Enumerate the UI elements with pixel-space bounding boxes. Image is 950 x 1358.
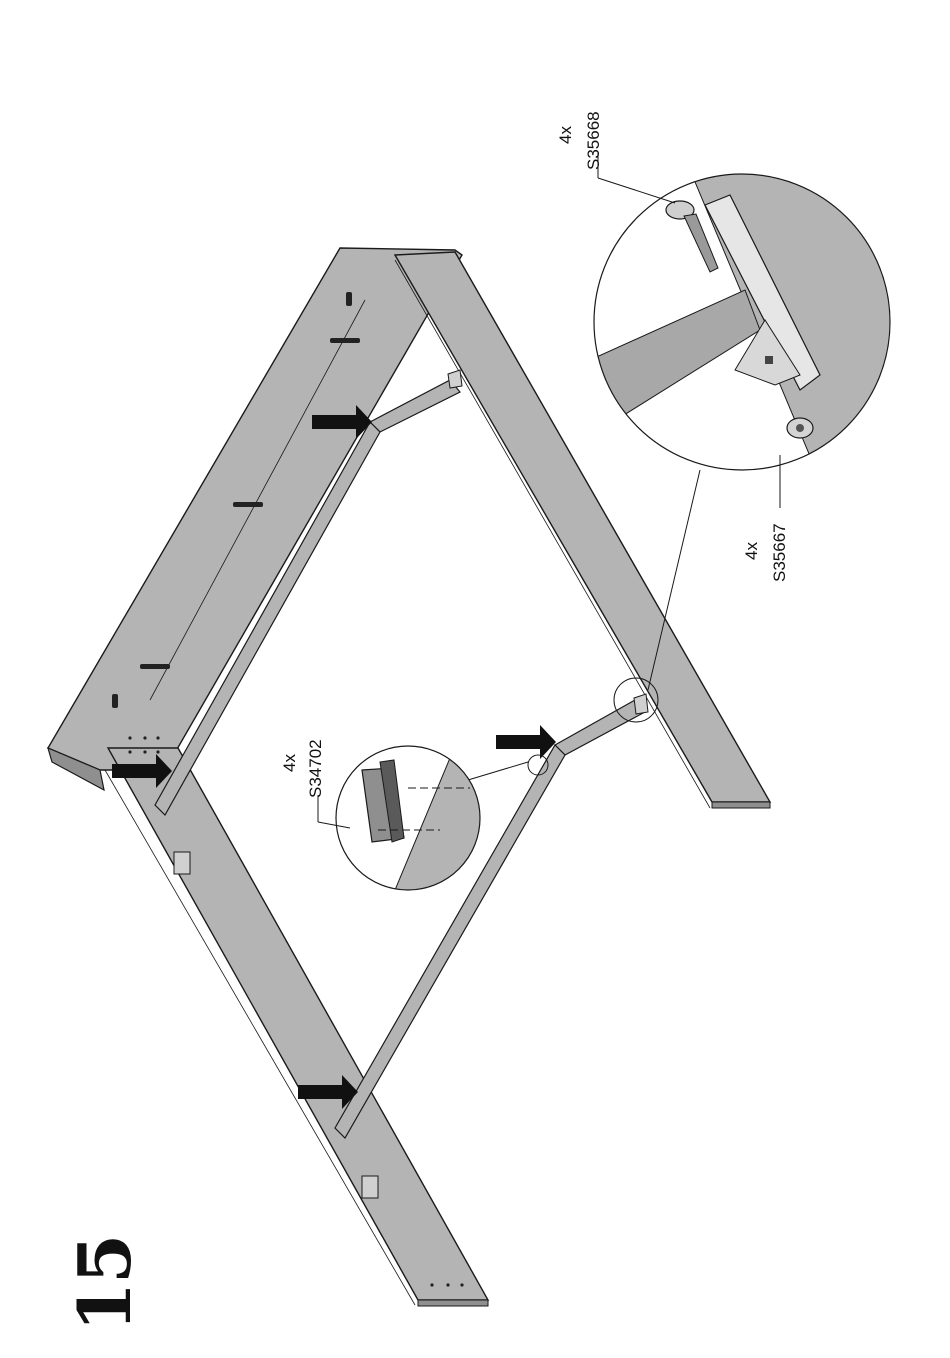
bolt-part-number: S35668 [584, 111, 604, 170]
dowel-quantity: 4x [280, 754, 300, 772]
wing-nut-quantity: 4x [742, 542, 762, 560]
wing-nut-icon [787, 418, 813, 438]
dowel-part-number: S34702 [306, 739, 326, 798]
bolt-quantity: 4x [556, 126, 576, 144]
side-rail [48, 248, 462, 790]
step-number: 15 [62, 1236, 147, 1332]
wing-nut-part-number: S35667 [770, 523, 790, 582]
